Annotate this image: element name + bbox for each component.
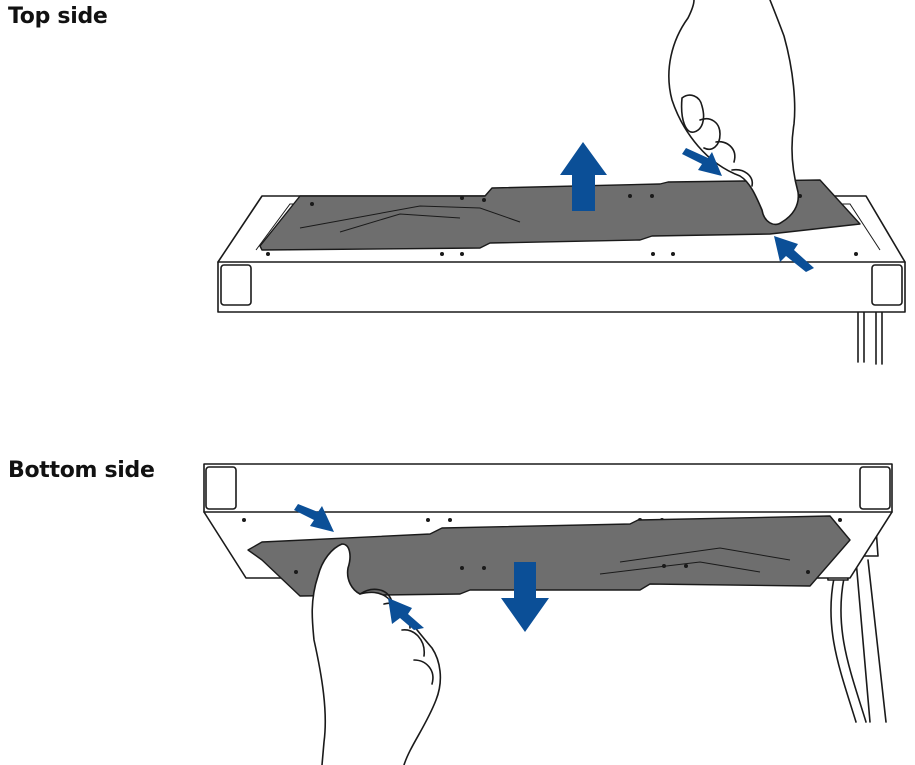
top-tubes [857,304,883,365]
up-arrow-icon [560,142,607,211]
down-arrow-icon [501,562,549,632]
top-small-arrow-1-icon [682,148,722,176]
top-right-endcap [871,264,903,306]
top-small-arrow-2-icon [774,236,814,272]
top-fan-plate [259,179,861,251]
top-side-label: Top side [8,4,108,29]
top-frame-holes [266,252,858,256]
bottom-radiator-diagram [203,463,893,765]
bottom-hand-icon [311,543,442,765]
bottom-plate-holes [294,564,810,574]
top-left-endcap [220,264,252,306]
bottom-small-arrow-1-icon [294,504,334,532]
bottom-right-endcap [859,466,891,510]
bottom-side-label: Bottom side [8,458,155,483]
top-radiator-diagram [217,0,906,365]
top-hand-icon [668,0,800,226]
bottom-small-arrow-2-icon [388,598,424,630]
bottom-left-endcap [205,466,237,510]
